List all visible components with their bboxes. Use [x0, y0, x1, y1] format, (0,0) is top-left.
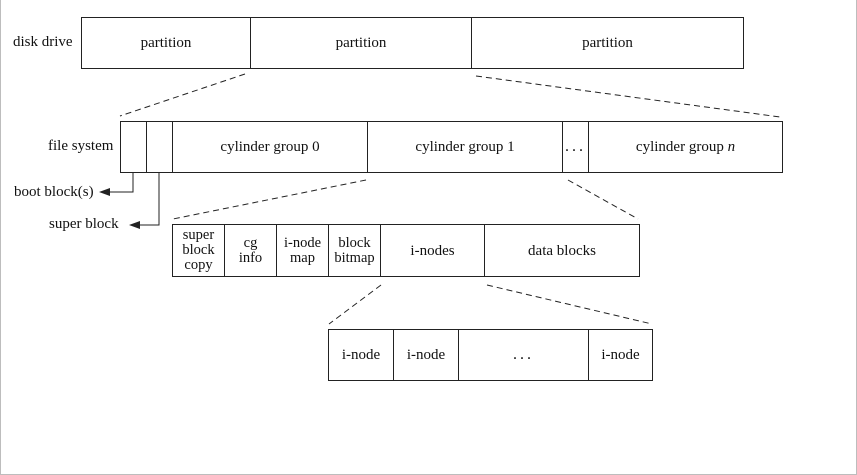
cylinder-group-row: super block copy cg info i-node map bloc… [172, 224, 640, 277]
zoom-line-partition-left [119, 73, 246, 117]
data-blocks-cell: data blocks [528, 242, 596, 259]
zoom-line-inodes-right [486, 284, 653, 325]
inode-ellipsis-cell: ... [459, 330, 589, 380]
cylinder-group-1: cylinder group 1 [368, 122, 563, 172]
boot-blocks-label: boot block(s) [14, 184, 94, 200]
disk-drive-row: partition partition partition [81, 17, 744, 69]
cg-info-cell: cg info [225, 225, 277, 276]
boot-block-arrowhead [99, 188, 110, 196]
file-system-row: cylinder group 0 cylinder group 1 ... cy… [120, 121, 783, 173]
partition-1: partition [82, 18, 251, 68]
boot-block-cell [121, 122, 147, 172]
zoom-line-inodes-left [328, 284, 382, 325]
cylinder-group-n-index: n [727, 139, 736, 155]
super-block-arrowhead [129, 221, 140, 229]
super-block-label: super block [49, 216, 119, 232]
cylinder-group-ellipsis: ... [563, 122, 589, 172]
cylinder-group-n: cylinder group n [589, 122, 782, 172]
partition-2: partition [251, 18, 472, 68]
super-block-cell [147, 122, 173, 172]
zoom-line-cg-right [567, 179, 639, 220]
disk-drive-label: disk drive [13, 34, 73, 50]
inodes-cell: i-nodes [381, 225, 485, 276]
zoom-line-cg-left [172, 179, 367, 220]
file-system-label: file system [48, 138, 114, 154]
super-block-pointer [140, 160, 160, 226]
block-bitmap-cell: block bitmap [329, 225, 381, 276]
cylinder-group-0: cylinder group 0 [173, 122, 368, 172]
inodes-row: i-node i-node ... i-node [328, 329, 653, 381]
super-block-copy-cell: super block copy [173, 225, 225, 276]
partition-3: partition [582, 35, 633, 51]
inode-cell-1: i-node [329, 330, 394, 380]
zoom-line-partition-right [475, 75, 781, 118]
cylinder-group-n-prefix: cylinder group [635, 139, 728, 155]
inode-map-cell: i-node map [277, 225, 329, 276]
inode-cell-last: i-node [601, 347, 640, 363]
inode-cell-2: i-node [394, 330, 459, 380]
